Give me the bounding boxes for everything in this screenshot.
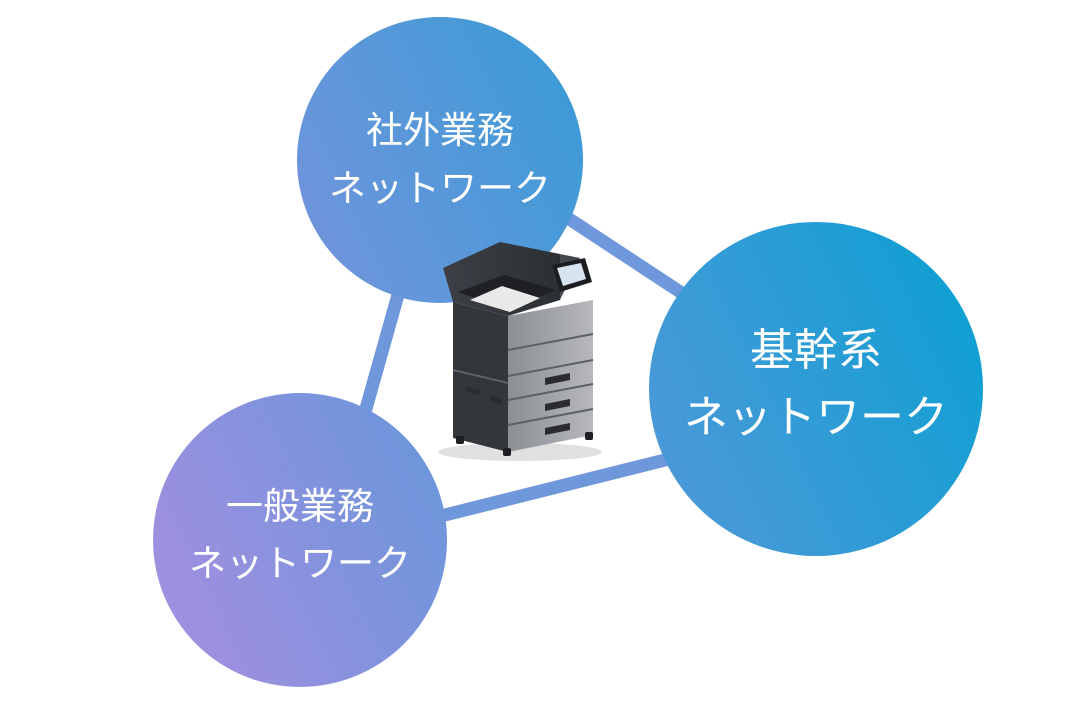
connectors xyxy=(353,199,707,527)
connector-core-general xyxy=(423,443,707,527)
node-external-network: 社外業務 ネットワーク xyxy=(297,17,583,303)
node-label-line1: 社外業務 xyxy=(366,109,514,152)
printer-icon xyxy=(438,242,602,461)
connector-external-core xyxy=(544,199,704,311)
node-core-network: 基幹系 ネットワーク xyxy=(649,222,983,556)
node-circle xyxy=(649,222,983,556)
node-label-line1: 一般業務 xyxy=(226,485,374,528)
node-label-line2: ネットワーク xyxy=(329,167,551,210)
node-circle xyxy=(153,393,447,687)
node-label-line2: ネットワーク xyxy=(189,542,411,585)
node-label-line1: 基幹系 xyxy=(750,325,882,376)
connector-general-external xyxy=(353,268,412,432)
node-general-network: 一般業務 ネットワーク xyxy=(153,393,447,687)
node-circle xyxy=(297,17,583,303)
node-label-line2: ネットワーク xyxy=(684,392,948,443)
